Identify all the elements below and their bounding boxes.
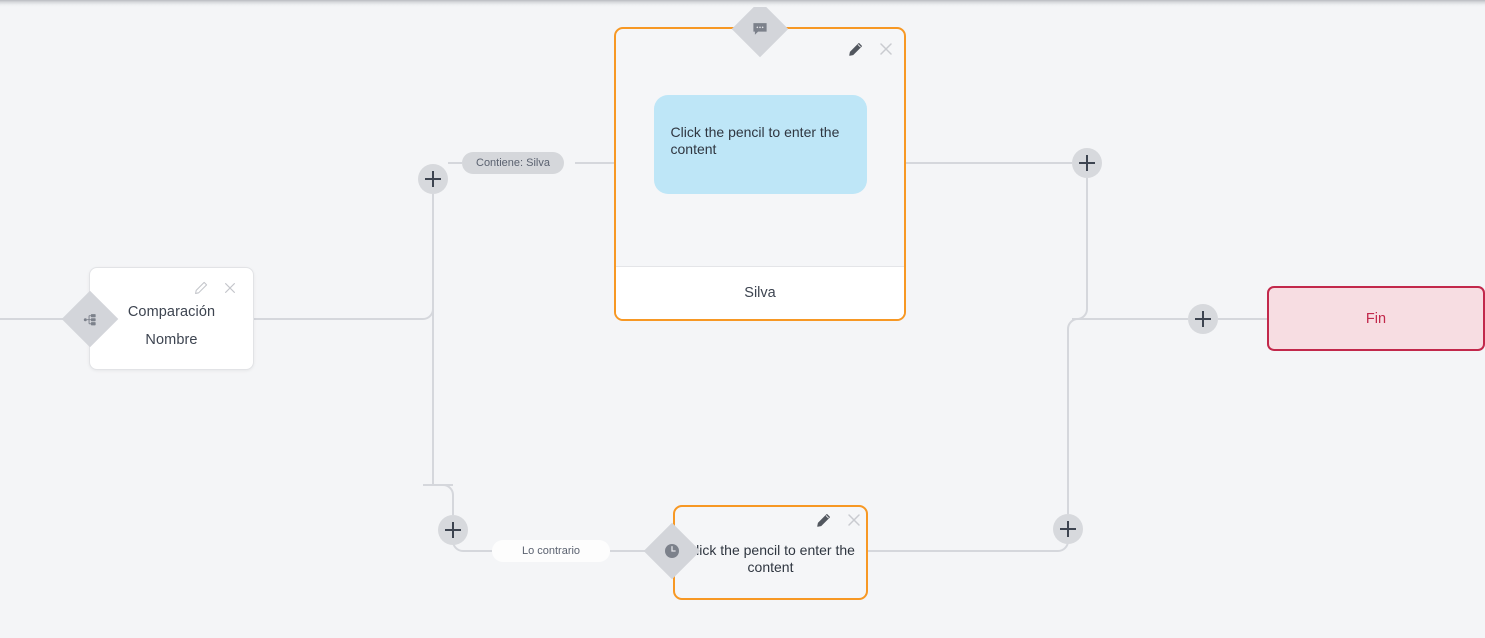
node-end-label: Fin <box>1365 310 1387 327</box>
node-message-bottom-actions <box>816 512 862 528</box>
pencil-icon[interactable] <box>194 281 208 295</box>
edge-label-contains[interactable]: Contiene: Silva <box>462 152 564 174</box>
node-message-bottom[interactable]: Click the pencil to enter the content <box>673 505 868 600</box>
speech-bubble-glyph <box>752 21 769 38</box>
add-node-branch-false[interactable] <box>438 515 468 545</box>
pencil-icon[interactable] <box>848 42 863 57</box>
close-icon[interactable] <box>878 41 894 57</box>
edge-label-otherwise[interactable]: Lo contrario <box>492 540 610 562</box>
message-bubble: Click the pencil to enter the content <box>653 95 867 194</box>
node-comparison-title: Comparación <box>127 303 216 320</box>
clock-icon <box>643 522 701 580</box>
node-message-top-footer: Silva <box>616 266 904 319</box>
edge-msgtop-down <box>1072 178 1088 320</box>
edge-msgbottom-up <box>1067 318 1087 514</box>
add-node-before-end[interactable] <box>1188 304 1218 334</box>
add-node-after-message-top[interactable] <box>1072 148 1102 178</box>
branch-split-icon <box>61 290 119 348</box>
node-message-top-upper: Click the pencil to enter the content <box>616 29 904 266</box>
add-node-after-message-bottom[interactable] <box>1053 514 1083 544</box>
node-comparison-subtitle: Nombre <box>145 331 198 348</box>
edge-corner-a <box>413 485 433 495</box>
add-node-branch-true[interactable] <box>418 164 448 194</box>
branch-split-glyph <box>83 312 98 327</box>
node-message-bottom-text: Click the pencil to enter the content <box>686 542 855 575</box>
edge-msgbottom-out <box>868 540 1069 552</box>
close-icon[interactable] <box>846 512 862 528</box>
node-end[interactable]: Fin <box>1267 286 1485 351</box>
edge-compare-to-true <box>254 194 434 320</box>
speech-bubble-icon <box>731 0 789 58</box>
edge-branch-to-false <box>442 484 454 515</box>
node-message-top-actions <box>848 41 894 57</box>
clock-glyph <box>664 543 680 559</box>
close-icon[interactable] <box>223 281 237 295</box>
node-comparison-body: Comparación Nombre <box>90 268 253 369</box>
pencil-icon[interactable] <box>816 513 831 528</box>
node-message-top[interactable]: Click the pencil to enter the content Si… <box>614 27 906 321</box>
node-comparison-actions <box>194 281 237 295</box>
